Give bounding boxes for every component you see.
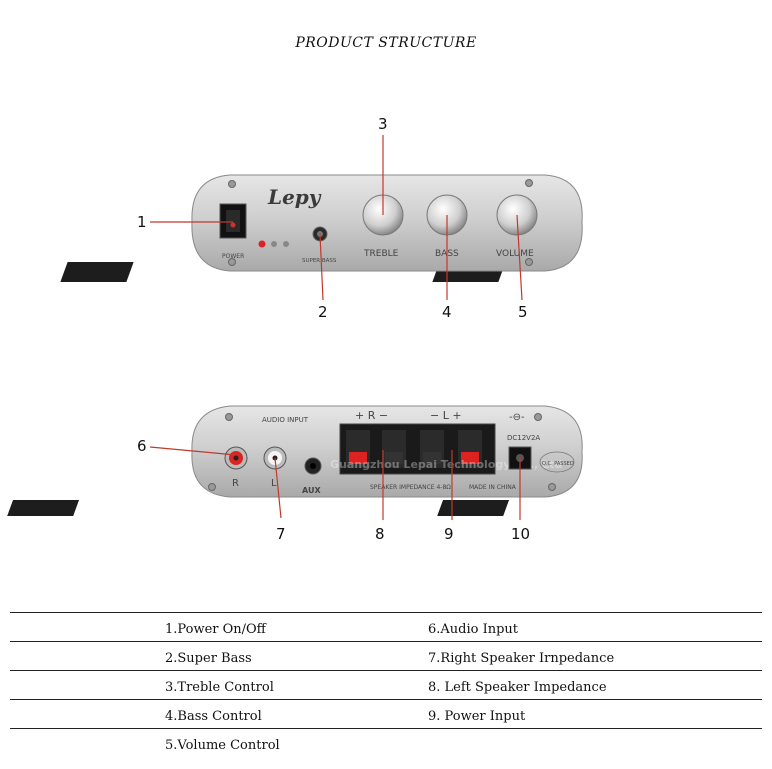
legend-table: 1.Power On/Off 6.Audio Input 2.Super Bas…	[10, 612, 762, 757]
speaker-impedance-label: SPEAKER IMPEDANCE 4-8Ω	[370, 484, 451, 491]
legend-item: 1.Power On/Off	[165, 622, 266, 637]
screw-icon	[534, 413, 542, 421]
legend-item: 9. Power Input	[428, 709, 526, 724]
qc-sticker	[539, 451, 575, 473]
super-bass-label: SUPER BASS	[302, 258, 337, 264]
screw-icon	[208, 483, 216, 491]
legend-row: 1.Power On/Off 6.Audio Input	[10, 612, 762, 641]
callout-number: 4	[442, 303, 452, 321]
legend-item: 5.Volume Control	[165, 738, 280, 753]
treble-label: TREBLE	[363, 249, 399, 259]
rear-foot-right	[437, 500, 510, 516]
rear-foot-left	[7, 500, 80, 516]
page-title: PRODUCT STRUCTURE	[295, 35, 477, 51]
qc-label: Q.C. PASSED	[542, 461, 574, 467]
screw-icon	[228, 258, 236, 266]
front-foot-left	[60, 262, 134, 282]
rca-r-label: R	[232, 478, 239, 489]
legend-row: 4.Bass Control 9. Power Input	[10, 699, 762, 728]
volume-label: VOLUME	[496, 249, 534, 259]
dc-polarity-icon: -⊖-	[509, 412, 525, 423]
power-label: POWER	[222, 253, 244, 260]
audio-input-label: AUDIO INPUT	[262, 416, 309, 424]
callout-number: 7	[276, 525, 286, 543]
speaker-l-label: − L +	[430, 409, 462, 422]
rca-l-label: L	[271, 478, 277, 489]
callout-number: 8	[375, 525, 385, 543]
screw-icon	[525, 258, 533, 266]
screw-icon	[548, 483, 556, 491]
callout-number: 6	[137, 437, 147, 455]
aux-label: AUX	[302, 486, 321, 495]
callout-number: 2	[318, 303, 328, 321]
dc-label: DC12V2A	[507, 434, 540, 442]
front-callouts: 1 2 3 4 5	[137, 115, 528, 321]
made-in-label: MADE IN CHINA	[469, 484, 517, 491]
callout-number: 5	[518, 303, 528, 321]
legend-row: 2.Super Bass 7.Right Speaker Irnpedance	[10, 641, 762, 670]
callout-number: 9	[444, 525, 454, 543]
callout-number: 10	[511, 525, 530, 543]
screw-icon	[525, 179, 533, 187]
legend-item: 7.Right Speaker Irnpedance	[428, 651, 615, 666]
led-icon	[258, 240, 266, 248]
brand-logo: Lepy	[267, 185, 322, 209]
legend-item: 8. Left Speaker Impedance	[428, 680, 607, 695]
watermark: Guangzhou Lepai Technology Co., Ltd	[330, 458, 562, 471]
led-icon	[271, 241, 277, 247]
callout-number: 3	[378, 115, 388, 133]
speaker-r-label: + R −	[355, 409, 388, 422]
callout-number: 1	[137, 213, 147, 231]
rear-callouts: 6 7 8 9 10	[137, 437, 530, 543]
legend-item: 4.Bass Control	[165, 709, 262, 724]
led-icon	[283, 241, 289, 247]
product-diagram: Lepy POWER SUPER BASS TREBLE BASS VOLUME…	[7, 115, 583, 543]
screw-icon	[228, 180, 236, 188]
rear-panel: AUDIO INPUT R L AUX + R − − L + Guangzho…	[7, 405, 583, 516]
legend-row: 5.Volume Control	[10, 728, 762, 757]
legend-item: 3.Treble Control	[165, 680, 274, 695]
legend-row: 3.Treble Control 8. Left Speaker Impedan…	[10, 670, 762, 699]
legend-item: 2.Super Bass	[165, 651, 252, 666]
screw-icon	[225, 413, 233, 421]
legend-item: 6.Audio Input	[428, 622, 519, 637]
